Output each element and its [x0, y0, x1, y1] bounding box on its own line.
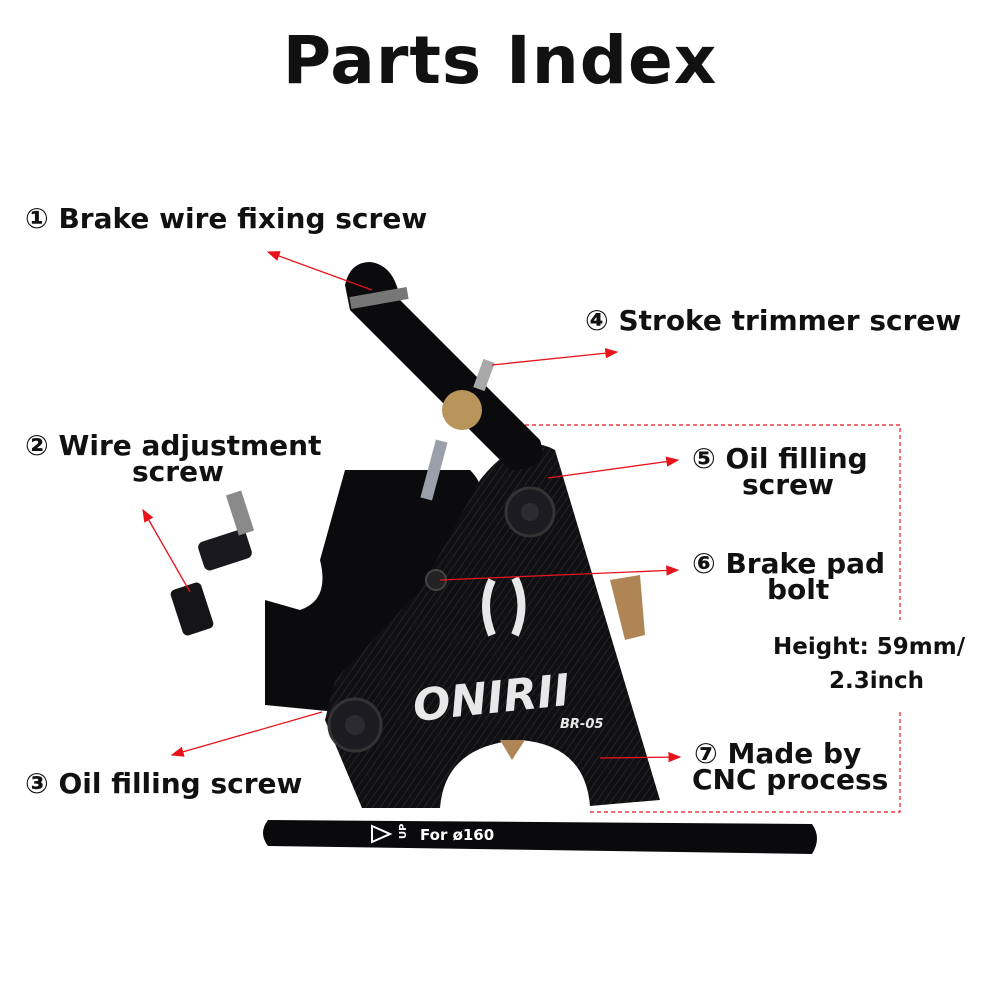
caliper-body-plate: ONIRII BR-05: [325, 444, 660, 808]
labels-p2-line2: screw: [132, 455, 224, 488]
labels-p1-line1: ① Brake wire fixing screw: [25, 202, 428, 235]
up-text: UP: [398, 824, 409, 839]
arrow-6: [439, 565, 680, 581]
arrow-3: [170, 711, 323, 757]
brake-pad: [610, 575, 645, 640]
mount-base-plate: UP For ø160: [263, 820, 817, 854]
arrow-7: [599, 751, 682, 763]
caliper-body-rear: [170, 439, 484, 720]
height-dimension-lines: [490, 424, 901, 813]
brass-pivot: [442, 390, 482, 430]
model-text: BR-05: [560, 717, 603, 732]
stroke-trimmer-screw: [473, 358, 495, 392]
label-oil-filling-screw-3: ③ Oil filling screw: [25, 770, 302, 798]
labels-p7-line2: CNC process: [692, 763, 889, 796]
logo-mark: [482, 576, 526, 637]
height-measurement-line1: Height: 59mm/: [773, 634, 966, 660]
arrow-1: [266, 251, 373, 291]
labels-p5-line2: screw: [742, 468, 834, 501]
callout-arrows: [142, 251, 682, 763]
labels-p5-line1: ⑤ Oil filling: [692, 442, 868, 475]
page-title: Parts Index: [282, 22, 718, 99]
labels-p6-line2: bolt: [767, 573, 830, 606]
labels-p2-line1: ② Wire adjustment: [25, 429, 322, 462]
labels-p3-line1: ③ Oil filling screw: [25, 767, 303, 800]
label-brake-wire-fixing-screw: ① Brake wire fixing screw: [25, 205, 427, 233]
arrow-5: [547, 456, 680, 479]
arrow-2: [142, 508, 191, 593]
base-size-text: For ø160: [420, 826, 494, 844]
actuation-lever: [345, 262, 542, 470]
label-stroke-trimmer-screw: ④ Stroke trimmer screw: [585, 307, 961, 335]
labels-p6-line1: ⑥ Brake pad: [692, 547, 886, 580]
height-measurement-line2: 2.3inch: [829, 668, 925, 694]
labels-p7-line1: ⑦ Made by: [694, 737, 862, 770]
labels-p4-line1: ④ Stroke trimmer screw: [585, 304, 962, 337]
arrow-4: [491, 348, 619, 366]
